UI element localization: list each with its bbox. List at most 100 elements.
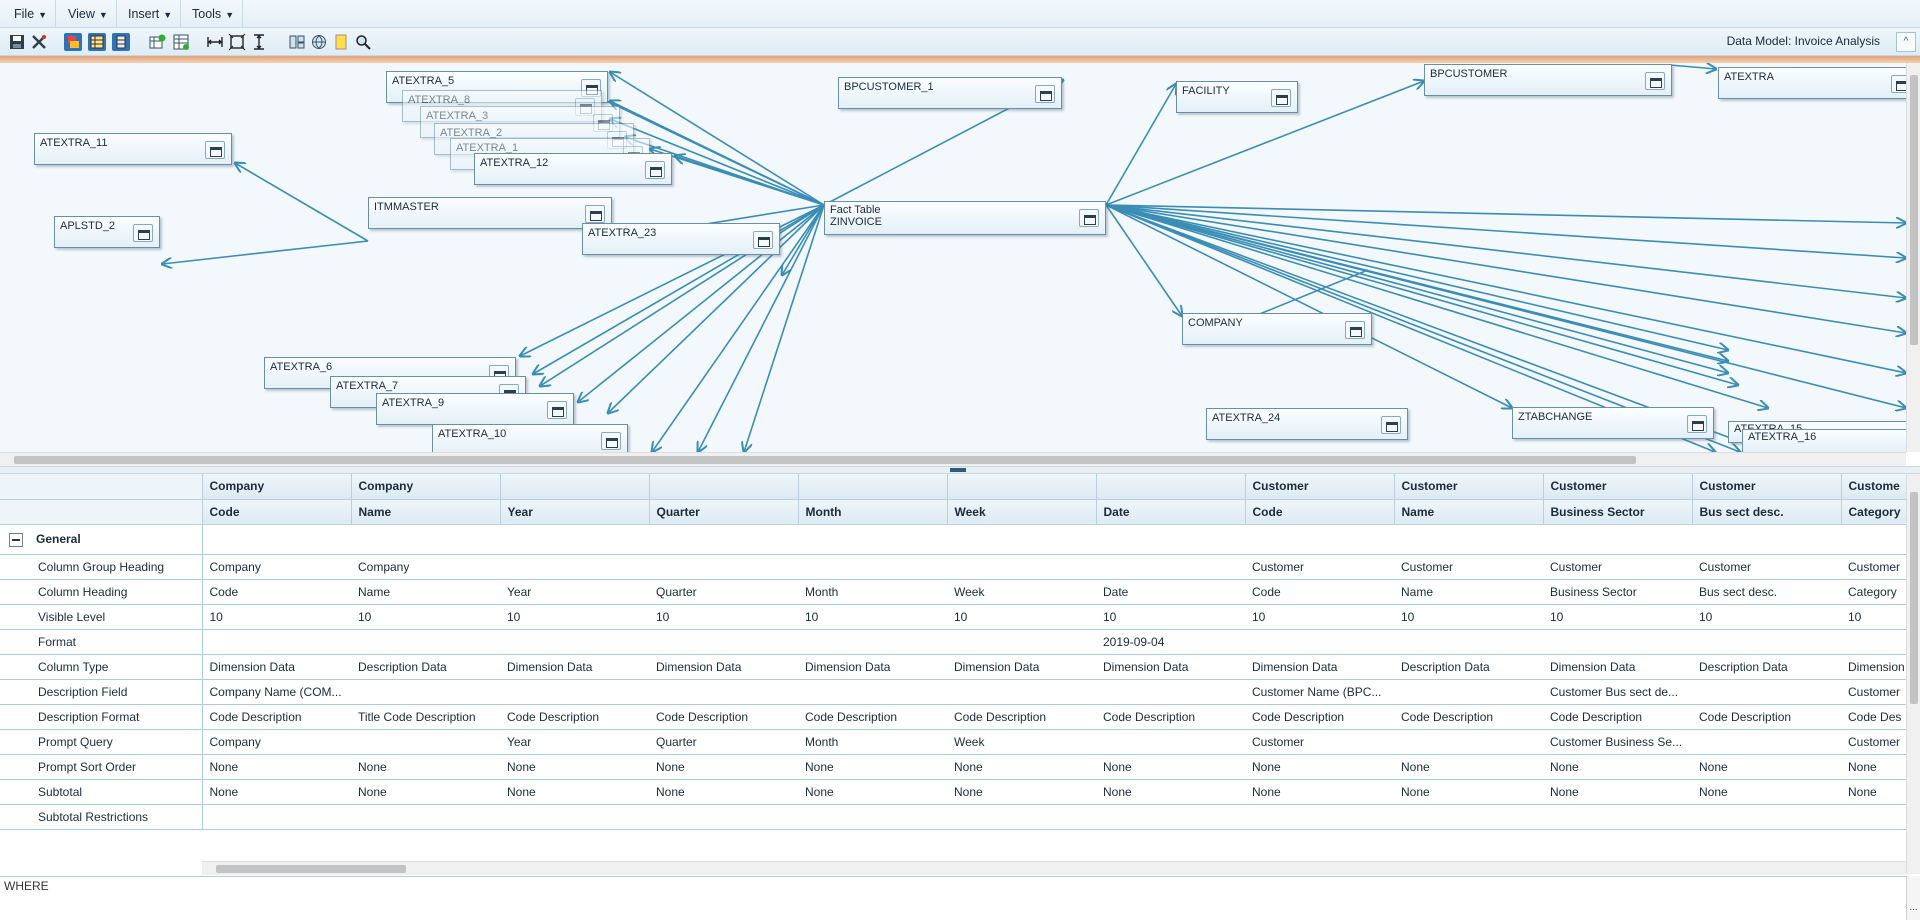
table-toggle-icon[interactable]	[1035, 85, 1055, 103]
property-cell[interactable]: 10	[1543, 604, 1692, 630]
table-node-atextra-11[interactable]: ATEXTRA_11	[34, 133, 232, 165]
column-group-header[interactable]: Customer	[1543, 474, 1693, 500]
where-expand-button[interactable]: ...	[1906, 876, 1920, 920]
group-row-general[interactable]: General	[0, 524, 1906, 555]
add-join-icon[interactable]	[172, 33, 190, 51]
column-group-header[interactable]: Custome	[1841, 474, 1906, 500]
property-cell[interactable]: Week	[947, 579, 1096, 605]
add-table-icon[interactable]	[148, 33, 166, 51]
property-cell[interactable]: Code Description	[500, 704, 649, 730]
collapse-minus-icon[interactable]	[9, 532, 23, 547]
property-cell[interactable]: 10	[1692, 604, 1841, 630]
table-toggle-icon[interactable]	[601, 432, 621, 450]
menu-insert[interactable]: Insert▼	[120, 0, 182, 28]
column-group-header[interactable]: Customer	[1394, 474, 1544, 500]
property-cell[interactable]: Bus sect desc.	[1692, 579, 1841, 605]
table-node-ztabchange[interactable]: ZTABCHANGE	[1512, 407, 1714, 439]
property-cell[interactable]: Week	[947, 729, 1096, 755]
menu-file[interactable]: File▼	[6, 0, 57, 28]
property-cell[interactable]: Title Code Description	[351, 704, 500, 730]
table-node-facility[interactable]: FACILITY	[1176, 81, 1298, 113]
table-node-atextra-23[interactable]: ATEXTRA_23	[582, 223, 780, 255]
property-cell[interactable]: Month	[798, 579, 947, 605]
property-cell[interactable]	[1096, 729, 1245, 755]
menu-tools[interactable]: Tools▼	[184, 0, 244, 28]
property-cell[interactable]: Description Data	[1692, 654, 1841, 680]
property-cell[interactable]: Dimension Data	[947, 654, 1096, 680]
property-cell[interactable]: None	[351, 754, 500, 780]
property-cell[interactable]: Year	[500, 729, 649, 755]
table-node-atextra-9[interactable]: ATEXTRA_9	[376, 393, 574, 425]
search-icon[interactable]	[354, 33, 372, 51]
group-label[interactable]: General	[0, 524, 203, 555]
property-cell[interactable]: Company	[202, 729, 351, 755]
property-cell[interactable]	[798, 554, 947, 580]
property-cell[interactable]: None	[1543, 779, 1692, 805]
property-cell[interactable]: Customer	[1245, 729, 1394, 755]
scroll-thumb[interactable]	[1910, 75, 1918, 345]
property-cell[interactable]: None	[1692, 779, 1841, 805]
property-cell[interactable]: Dimension Data	[1543, 654, 1692, 680]
property-cell[interactable]: Dimension Data	[1245, 654, 1394, 680]
column-group-header[interactable]	[1096, 474, 1246, 500]
property-cell[interactable]: Code Description	[947, 704, 1096, 730]
property-cell[interactable]	[1692, 729, 1841, 755]
property-cell[interactable]: Customer	[1543, 554, 1692, 580]
property-cell[interactable]: 10	[798, 604, 947, 630]
property-cell[interactable]	[1692, 679, 1841, 705]
column-header[interactable]: Date	[1096, 499, 1246, 525]
property-cell[interactable]: Date	[1096, 579, 1245, 605]
property-cell[interactable]: 10	[947, 604, 1096, 630]
property-cell[interactable]: Customer Bus sect de...	[1543, 679, 1692, 705]
property-cell[interactable]	[1394, 629, 1543, 655]
fit-height-icon[interactable]	[250, 33, 268, 51]
table-node-aplstd-2[interactable]: APLSTD_2	[54, 216, 160, 248]
property-cell[interactable]: 10	[202, 604, 351, 630]
property-cell[interactable]	[1096, 804, 1245, 830]
fit-page-icon[interactable]	[228, 33, 246, 51]
column-header[interactable]: Bus sect desc.	[1692, 499, 1842, 525]
property-cell[interactable]: None	[1394, 779, 1543, 805]
table-node-atextra-16[interactable]: ATEXTRA_16	[1742, 429, 1906, 452]
table-toggle-icon[interactable]	[1645, 72, 1665, 90]
column-header[interactable]: Name	[351, 499, 501, 525]
property-cell[interactable]	[798, 804, 947, 830]
column-group-header[interactable]: Company	[202, 474, 352, 500]
property-cell[interactable]: Quarter	[649, 579, 798, 605]
property-cell[interactable]: None	[649, 779, 798, 805]
property-cell[interactable]	[798, 679, 947, 705]
property-cell[interactable]	[649, 629, 798, 655]
property-cell[interactable]: Dimension Data	[500, 654, 649, 680]
property-cell[interactable]: Name	[1394, 579, 1543, 605]
property-cell[interactable]: Dimension	[1841, 654, 1906, 680]
table-toggle-icon[interactable]	[1345, 321, 1365, 339]
table-node-bpcustomer-1[interactable]: BPCUSTOMER_1	[838, 77, 1062, 109]
property-cell[interactable]	[1096, 679, 1245, 705]
property-cell[interactable]: Dimension Data	[202, 654, 351, 680]
property-cell[interactable]: Code Description	[1245, 704, 1394, 730]
property-cell[interactable]: Month	[798, 729, 947, 755]
property-cell[interactable]	[500, 679, 649, 705]
property-cell[interactable]: None	[1543, 754, 1692, 780]
column-group-header[interactable]: Company	[351, 474, 501, 500]
property-cell[interactable]	[1692, 804, 1841, 830]
property-cell[interactable]: Code Description	[798, 704, 947, 730]
property-cell[interactable]	[351, 804, 500, 830]
property-cell[interactable]: 10	[1096, 604, 1245, 630]
property-cell[interactable]: 2019-09-04	[1096, 629, 1245, 655]
property-cell[interactable]: Code Description	[1394, 704, 1543, 730]
table-node-bpcustomer[interactable]: BPCUSTOMER	[1424, 64, 1672, 96]
column-header[interactable]: Quarter	[649, 499, 799, 525]
property-cell[interactable]: Customer	[1394, 554, 1543, 580]
menu-view[interactable]: View▼	[60, 0, 117, 28]
table-toggle-icon[interactable]	[753, 231, 773, 249]
property-cell[interactable]	[1394, 729, 1543, 755]
property-cell[interactable]	[351, 729, 500, 755]
property-cell[interactable]: None	[500, 779, 649, 805]
scroll-thumb[interactable]	[14, 456, 1636, 464]
property-cell[interactable]	[947, 804, 1096, 830]
property-cell[interactable]: Dimension Data	[798, 654, 947, 680]
scroll-thumb[interactable]	[216, 865, 406, 873]
property-cell[interactable]: None	[649, 754, 798, 780]
property-cell[interactable]: Company	[202, 554, 351, 580]
